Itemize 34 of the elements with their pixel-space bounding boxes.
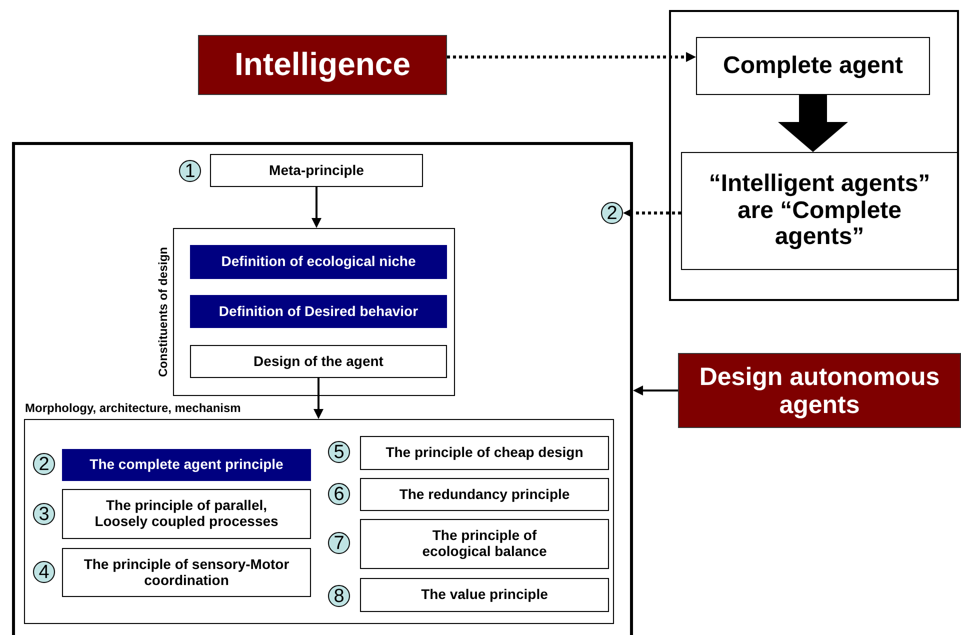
number-circle: 8 xyxy=(328,585,350,607)
block-arrow xyxy=(778,95,848,152)
frame-box xyxy=(12,142,633,635)
process-box: The redundancy principle xyxy=(360,478,609,511)
number-circle: 2 xyxy=(601,202,623,224)
number-circle: 4 xyxy=(33,561,55,583)
number-circle: 6 xyxy=(328,483,350,505)
process-box: The principle of ecological balance xyxy=(360,519,609,569)
arrow xyxy=(314,378,324,419)
highlight-box: Definition of Desired behavior xyxy=(190,295,447,328)
highlight-box: Definition of ecological niche xyxy=(190,245,447,279)
group-heading: Morphology, architecture, mechanism xyxy=(25,401,241,415)
highlight-box: The complete agent principle xyxy=(62,449,311,481)
number-circle: 1 xyxy=(179,160,201,182)
arrow xyxy=(623,208,681,218)
frame-box xyxy=(669,10,959,301)
process-box: The value principle xyxy=(360,578,609,612)
title-box: Design autonomous agents xyxy=(678,353,961,428)
number-circle: 7 xyxy=(328,532,350,554)
process-box: Complete agent xyxy=(696,37,930,95)
process-box: Design of the agent xyxy=(190,345,447,378)
number-circle: 2 xyxy=(33,453,55,475)
arrow xyxy=(312,187,322,228)
number-circle: 5 xyxy=(328,441,350,463)
title-box: Intelligence xyxy=(198,35,447,95)
process-box: Meta-principle xyxy=(210,154,423,187)
arrow xyxy=(447,52,696,62)
process-box: The principle of parallel, Loosely coupled processes xyxy=(62,489,311,539)
arrow xyxy=(633,386,678,396)
process-box: “Intelligent agents” are “Complete agents” xyxy=(681,152,958,270)
number-circle: 3 xyxy=(33,503,55,525)
group-heading: Constituents of design xyxy=(156,247,170,377)
process-box: The principle of cheap design xyxy=(360,436,609,470)
process-box: The principle of sensory-Motor coordination xyxy=(62,548,311,597)
